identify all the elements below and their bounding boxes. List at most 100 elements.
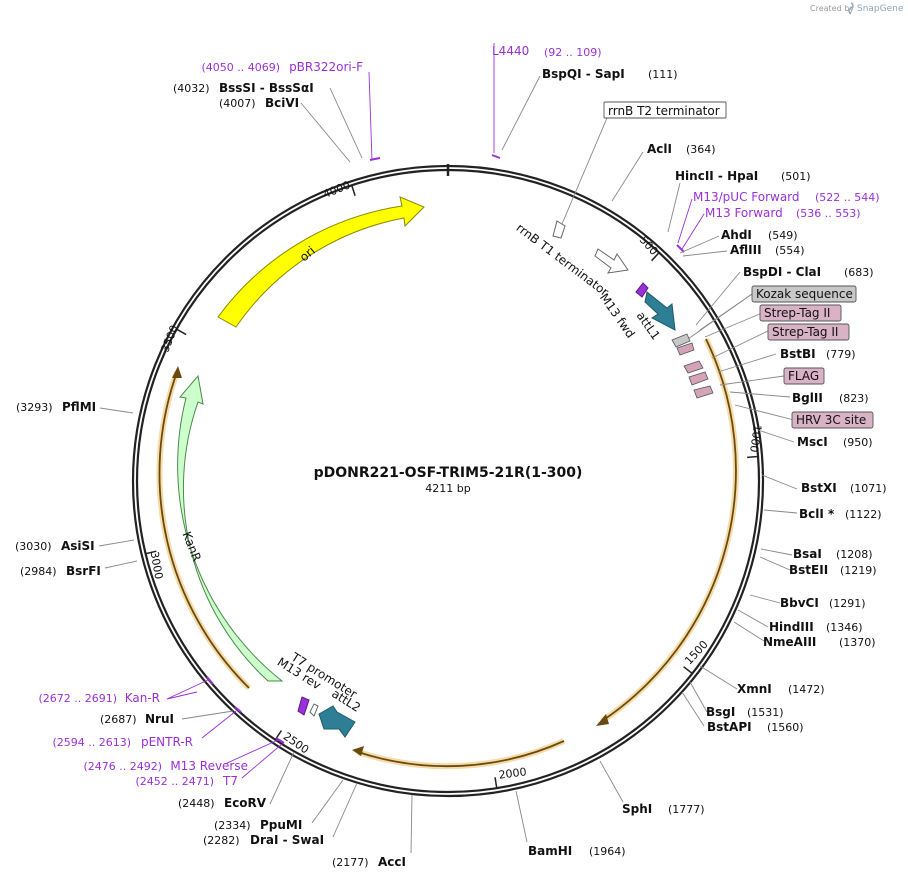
tick-label-3000: 3000	[148, 550, 166, 580]
primer-kan-r-range: (2672 .. 2691)	[38, 692, 117, 705]
site-bbvci: BbvCI	[780, 596, 819, 610]
site-bamhi: BamHI	[528, 844, 572, 858]
site-ahdi-pos: (549)	[768, 229, 798, 242]
site-afliii: AflIII	[730, 243, 762, 257]
primer-m13-forward-range: (536 .. 553)	[796, 207, 861, 220]
site-bspqi-sapi: BspQI - SapI	[542, 67, 625, 81]
tick-label-2000: 2000	[498, 765, 527, 781]
primer-m13-puc-forward-name: M13/pUC Forward	[693, 190, 800, 204]
primer-pbr322ori-f-range: (4050 .. 4069)	[201, 61, 280, 74]
site-bsgi: BsgI	[706, 705, 735, 719]
site-bstxi-pos: (1071)	[850, 482, 887, 495]
site-bspdi-clai-pos: (683)	[844, 266, 874, 279]
site-ahdi: AhdI	[721, 228, 752, 242]
site-bspdi-clai: BspDI - ClaI	[743, 265, 821, 279]
site-hindiii-pos: (1346)	[826, 621, 863, 634]
site-bspqi-sapi-pos: (111)	[648, 68, 678, 81]
site-bsai: BsaI	[793, 547, 822, 561]
site-sphi-pos: (1777)	[668, 803, 705, 816]
plasmid-name: pDONR221-OSF-TRIM5-21R(1-300)	[314, 465, 583, 481]
credit-brand: SnapGene	[857, 4, 904, 14]
primer-l4440-name: L4440	[492, 44, 529, 58]
site-pflmi: PflMI	[62, 400, 96, 414]
site-bsgi-pos: (1531)	[747, 706, 784, 719]
site-asisi-pos: (3030)	[15, 540, 52, 553]
tick-mark-3500	[176, 328, 187, 336]
m13-fwd-label: M13 fwd	[597, 291, 638, 341]
kozak-label: Kozak sequence	[756, 287, 853, 301]
tick-mark-4000	[350, 185, 356, 196]
attl1-feature: M13 fwd attL1	[597, 282, 676, 342]
site-labels-right: BspQI - SapI (111) AclI (364) HincII - H…	[528, 67, 887, 858]
credit-text: Created by	[810, 4, 854, 13]
site-drai-swai-pos: (2282)	[203, 834, 240, 847]
tick-label-3500: 3500	[158, 323, 181, 354]
site-asisi: AsiSI	[61, 539, 95, 553]
snapgene-logo-icon	[848, 2, 854, 15]
site-msci: MscI	[797, 435, 828, 449]
site-msci-pos: (950)	[843, 436, 873, 449]
site-ecorv-pos: (2448)	[178, 797, 215, 810]
site-bsrfi: BsrFI	[66, 564, 101, 578]
site-acli: AclI	[647, 142, 672, 156]
site-nmeaiii-pos: (1370)	[839, 636, 876, 649]
boxed-feature-labels: rrnB T2 terminator Kozak sequence Strep-…	[561, 101, 874, 429]
site-sphi: SphI	[622, 802, 652, 816]
site-bsteii-pos: (1219)	[840, 564, 877, 577]
site-bcivi: BciVI	[265, 96, 299, 110]
site-bamhi-pos: (1964)	[589, 845, 626, 858]
site-xmni-pos: (1472)	[788, 683, 825, 696]
strep-tag-2-label: Strep-Tag II	[772, 325, 838, 339]
primer-m13-reverse-name: M13 Reverse	[170, 759, 248, 773]
primer-m13-puc-forward-range: (522 .. 544)	[815, 191, 880, 204]
flag-label: FLAG	[788, 369, 819, 383]
site-hindiii: HindIII	[769, 620, 814, 634]
primer-l4440-range: (92 .. 109)	[544, 46, 602, 59]
kanr-label: KanR	[179, 530, 204, 564]
primer-pentr-r-range: (2594 .. 2613)	[52, 736, 131, 749]
primer-t7-range: (2452 .. 2471)	[135, 775, 214, 788]
site-bbvci-pos: (1291)	[829, 597, 866, 610]
site-xmni: XmnI	[737, 682, 772, 696]
site-bsrfi-pos: (2984)	[20, 565, 57, 578]
site-bcli-pos: (1122)	[845, 508, 882, 521]
site-afliii-pos: (554)	[775, 244, 805, 257]
site-hincii-hpai: HincII - HpaI	[675, 169, 758, 183]
attl2-feature: T7 promoter M13 rev attL2	[275, 649, 363, 738]
tick-mark-500	[651, 252, 660, 262]
plasmid-size: 4211 bp	[425, 482, 470, 495]
site-bstapi: BstAPI	[707, 720, 752, 734]
site-bglii: BglII	[792, 391, 823, 405]
rrnb-t2-label: rrnB T2 terminator	[608, 104, 720, 118]
strep-tag-1-label: Strep-Tag II	[764, 306, 830, 320]
site-bcivi-pos: (4007)	[219, 97, 256, 110]
site-bstxi: BstXI	[801, 481, 837, 495]
rrnb-t1-feature: rrnB T1 terminator	[514, 220, 629, 299]
site-bstbi: BstBI	[780, 347, 816, 361]
primer-m13-reverse-range: (2476 .. 2492)	[83, 760, 162, 773]
tick-mark-3000	[145, 550, 157, 555]
primer-leaders	[166, 43, 705, 779]
site-bglii-pos: (823)	[839, 392, 869, 405]
hrv-3c-label: HRV 3C site	[796, 413, 866, 427]
primer-pbr322ori-f-name: pBR322ori-F	[289, 60, 363, 74]
site-ppumi-pos: (2334)	[214, 819, 251, 832]
site-bsssi: BssSI - BssSαI	[219, 81, 314, 95]
primer-pentr-r-name: pENTR-R	[141, 735, 193, 749]
site-pflmi-pos: (3293)	[16, 401, 53, 414]
site-bcli: BclI *	[799, 507, 835, 521]
site-bsssi-pos: (4032)	[173, 82, 210, 95]
site-bsai-pos: (1208)	[836, 548, 873, 561]
site-bstbi-pos: (779)	[826, 348, 856, 361]
site-bstapi-pos: (1560)	[767, 721, 804, 734]
site-nrui: NruI	[145, 712, 174, 726]
site-labels-left: AccI (2177) DraI - SwaI (2282) PpuMI (23…	[15, 81, 406, 869]
orf-arcs	[156, 337, 739, 770]
tick-label-4000: 4000	[321, 178, 352, 201]
backbone	[131, 164, 765, 798]
ori-feature: ori	[217, 196, 425, 328]
site-hincii-hpai-pos: (501)	[781, 170, 811, 183]
tick-mark-2000	[494, 777, 498, 789]
